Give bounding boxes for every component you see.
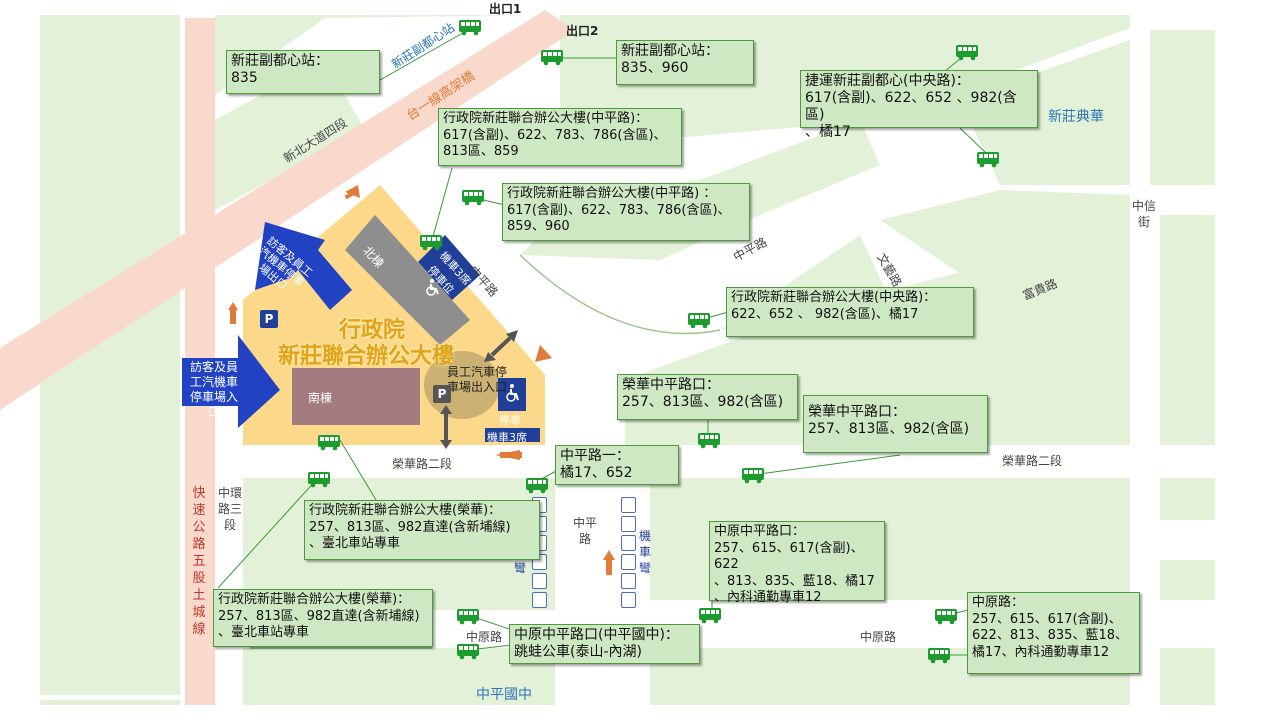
road-zhonghuan: 中環路三段 — [218, 486, 243, 532]
building-name-line2: 新莊聯合辦公大樓 — [278, 344, 455, 369]
moto-slot — [621, 573, 636, 589]
road-ronghua-east: 榮華路二段 — [1002, 454, 1063, 468]
callout-zhongyang: 行政院新莊聯合辦公大樓(中央路)： 622、652 、 982(含區)、橘17 — [726, 287, 974, 337]
road-ronghua-west: 榮華路二段 — [392, 457, 453, 471]
mrt-exit-2: 出口2 — [566, 24, 599, 38]
wheelchair-icon — [426, 279, 439, 296]
moto-slot — [621, 554, 636, 570]
road-zhongyuan-west: 中原路 — [466, 630, 503, 644]
moto-slot — [621, 516, 636, 532]
moto-spots-bottom: 機車3席 — [487, 431, 527, 444]
callout-zhongyuan-zhongping: 中原中平路口： 257、615、617(含副)、622 、813、835、藍18… — [709, 521, 885, 605]
parking-icon: P — [260, 310, 278, 328]
callout-ronghua-1: 行政院新莊聯合辦公大樓(榮華)： 257、813區、982直達(含新埔線) 、臺… — [304, 500, 540, 560]
moto-slot — [532, 573, 547, 589]
place-xinzhuang-dianhua: 新莊典華 — [1048, 109, 1104, 125]
mrt-exit-1: 出口1 — [489, 2, 522, 16]
road-zhongping-lower: 中平路 — [572, 516, 597, 546]
callout-ronghua-zhongping-1: 榮華中平路口： 257、813區、982(含區) — [617, 374, 798, 420]
staff-parking-label: 員工汽車停車場出入口 — [447, 365, 508, 394]
place-zhongping-school: 中平國中 — [476, 687, 532, 703]
moto-slot — [621, 497, 636, 513]
road-zhongxin: 中信街 — [1131, 199, 1156, 229]
callout-ronghua-zhongping-2: 榮華中平路口： 257、813區、982(含區) — [803, 395, 988, 453]
moto-slot — [621, 535, 636, 551]
visitor-entry-arrow: 訪客及員工汽機車停車場入口 — [189, 360, 238, 419]
callout-zhongping-one: 中平路一： 橘17、652 — [555, 445, 679, 485]
parking-icon: P — [433, 385, 451, 403]
south-wing-label: 南棟 — [308, 391, 333, 405]
moto-slot — [621, 592, 636, 608]
wheelchair-icon — [506, 384, 519, 402]
callout-fudu-835-960: 新莊副都心站： 835、960 — [616, 40, 754, 85]
callout-ronghua-2: 行政院新莊聯合辦公大樓(榮華)： 257、813區、982直達(含新埔線) 、臺… — [213, 589, 433, 647]
callout-zhongping-2: 行政院新莊聯合辦公大樓(中平路) ： 617(含副)、622、783、786(含… — [502, 183, 750, 241]
callout-zhongping-1: 行政院新莊聯合辦公大樓(中平路)： 617(含副)、622、783、786(含區… — [438, 108, 682, 166]
callout-zhongyuan: 中原路： 257、615、617(含副)、 622、813、835、藍18、 橘… — [967, 592, 1140, 674]
road-zhongyuan-east: 中原路 — [860, 630, 897, 644]
building-name-line1: 行政院 — [339, 318, 406, 343]
callout-mrt-fudu: 捷運新莊副都心(中央路)： 617(含副)、622、652 、982(含區) 、… — [800, 70, 1038, 140]
road-moto-lane-right: 機車彎 — [638, 529, 651, 575]
moto-slot — [532, 592, 547, 608]
accessible-parking-label: 停車 — [499, 414, 521, 427]
road-expressway: 快速公路五股土城線 — [192, 486, 206, 637]
callout-zhongyuan-zhongping-school: 中原中平路口(中平國中)： 跳蛙公車(泰山-內湖) — [509, 624, 700, 664]
callout-fudu-835: 新莊副都心站： 835 — [226, 50, 380, 94]
